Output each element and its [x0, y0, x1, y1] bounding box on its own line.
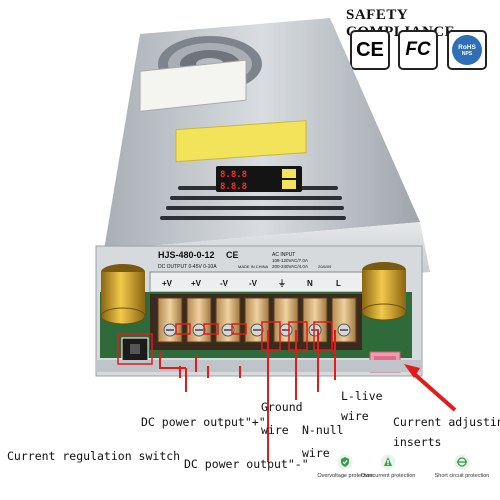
null-callout-line2: wire: [302, 446, 330, 460]
terminal-label: +V: [162, 279, 173, 288]
spec-label-sticker: [139, 59, 247, 112]
live-callout-line1: L-live: [341, 389, 383, 403]
current-adjusting-callout-line2: inserts: [393, 435, 442, 449]
rohs-badge: RoHS NPS: [452, 35, 482, 65]
shield-check-icon: [337, 454, 353, 470]
dc-output-spec: DC OUTPUT 0-45V 0-10A: [158, 264, 217, 270]
model-number: HJS-480-0-12: [158, 250, 215, 260]
front-label-texts: HJS-480-0-12 CE DC OUTPUT 0-45V 0-10A MA…: [158, 250, 332, 270]
feature-overvoltage: Overvoltage protection: [313, 454, 377, 479]
ac-input-title: AC INPUT: [272, 252, 295, 258]
warning-sticker: [175, 120, 307, 163]
feature-short-circuit: Short circuit protection: [430, 454, 494, 479]
ground-callout-line2: wire: [261, 423, 289, 437]
ac-input-line2: 200-240VAC/4.0A: [272, 264, 308, 269]
terminal-label: +V: [191, 279, 202, 288]
dc-positive-callout: DC power output"+": [141, 415, 266, 429]
live-callout-line2: wire: [341, 409, 369, 423]
fcc-certification-icon: FC: [398, 30, 438, 70]
regulation-switch-callout: Current regulation switch: [7, 449, 181, 463]
ce-mark-text: CE: [226, 250, 239, 260]
current-adjusting-callout-line1: Current adjusting: [393, 415, 500, 429]
ground-callout-line1: Ground: [261, 400, 303, 414]
voltage-knob-left: [100, 264, 146, 325]
dc-negative-callout: DC power output"-": [184, 457, 309, 471]
null-callout-line1: N-null: [302, 423, 344, 437]
ac-input-line1: 108-120VAC/7.0A: [272, 258, 308, 263]
terminal-label: L: [336, 279, 341, 288]
svg-text:8.8.8: 8.8.8: [220, 182, 247, 192]
terminal-label: ⏚: [278, 279, 286, 288]
terminal-label: -V: [220, 279, 229, 288]
ce-certification-icon: CE: [350, 30, 390, 70]
svg-text:8.8.8: 8.8.8: [220, 170, 247, 180]
arrow-current-adjusting: [404, 364, 457, 412]
terminal-label: N: [307, 279, 313, 288]
led-display: [216, 166, 302, 192]
feature-overcurrent: Overcurrent protection: [356, 454, 420, 479]
short-circuit-icon: [454, 454, 470, 470]
made-in-text: MADE IN CHINA: [238, 264, 269, 269]
overcurrent-icon: [380, 454, 396, 470]
terminal-label: -V: [249, 279, 258, 288]
rohs-certification-icon: RoHS NPS: [447, 30, 487, 70]
date-code: 20/6/09: [318, 264, 332, 269]
terminal-cell: [273, 297, 299, 343]
current-knob-right: [361, 262, 407, 321]
